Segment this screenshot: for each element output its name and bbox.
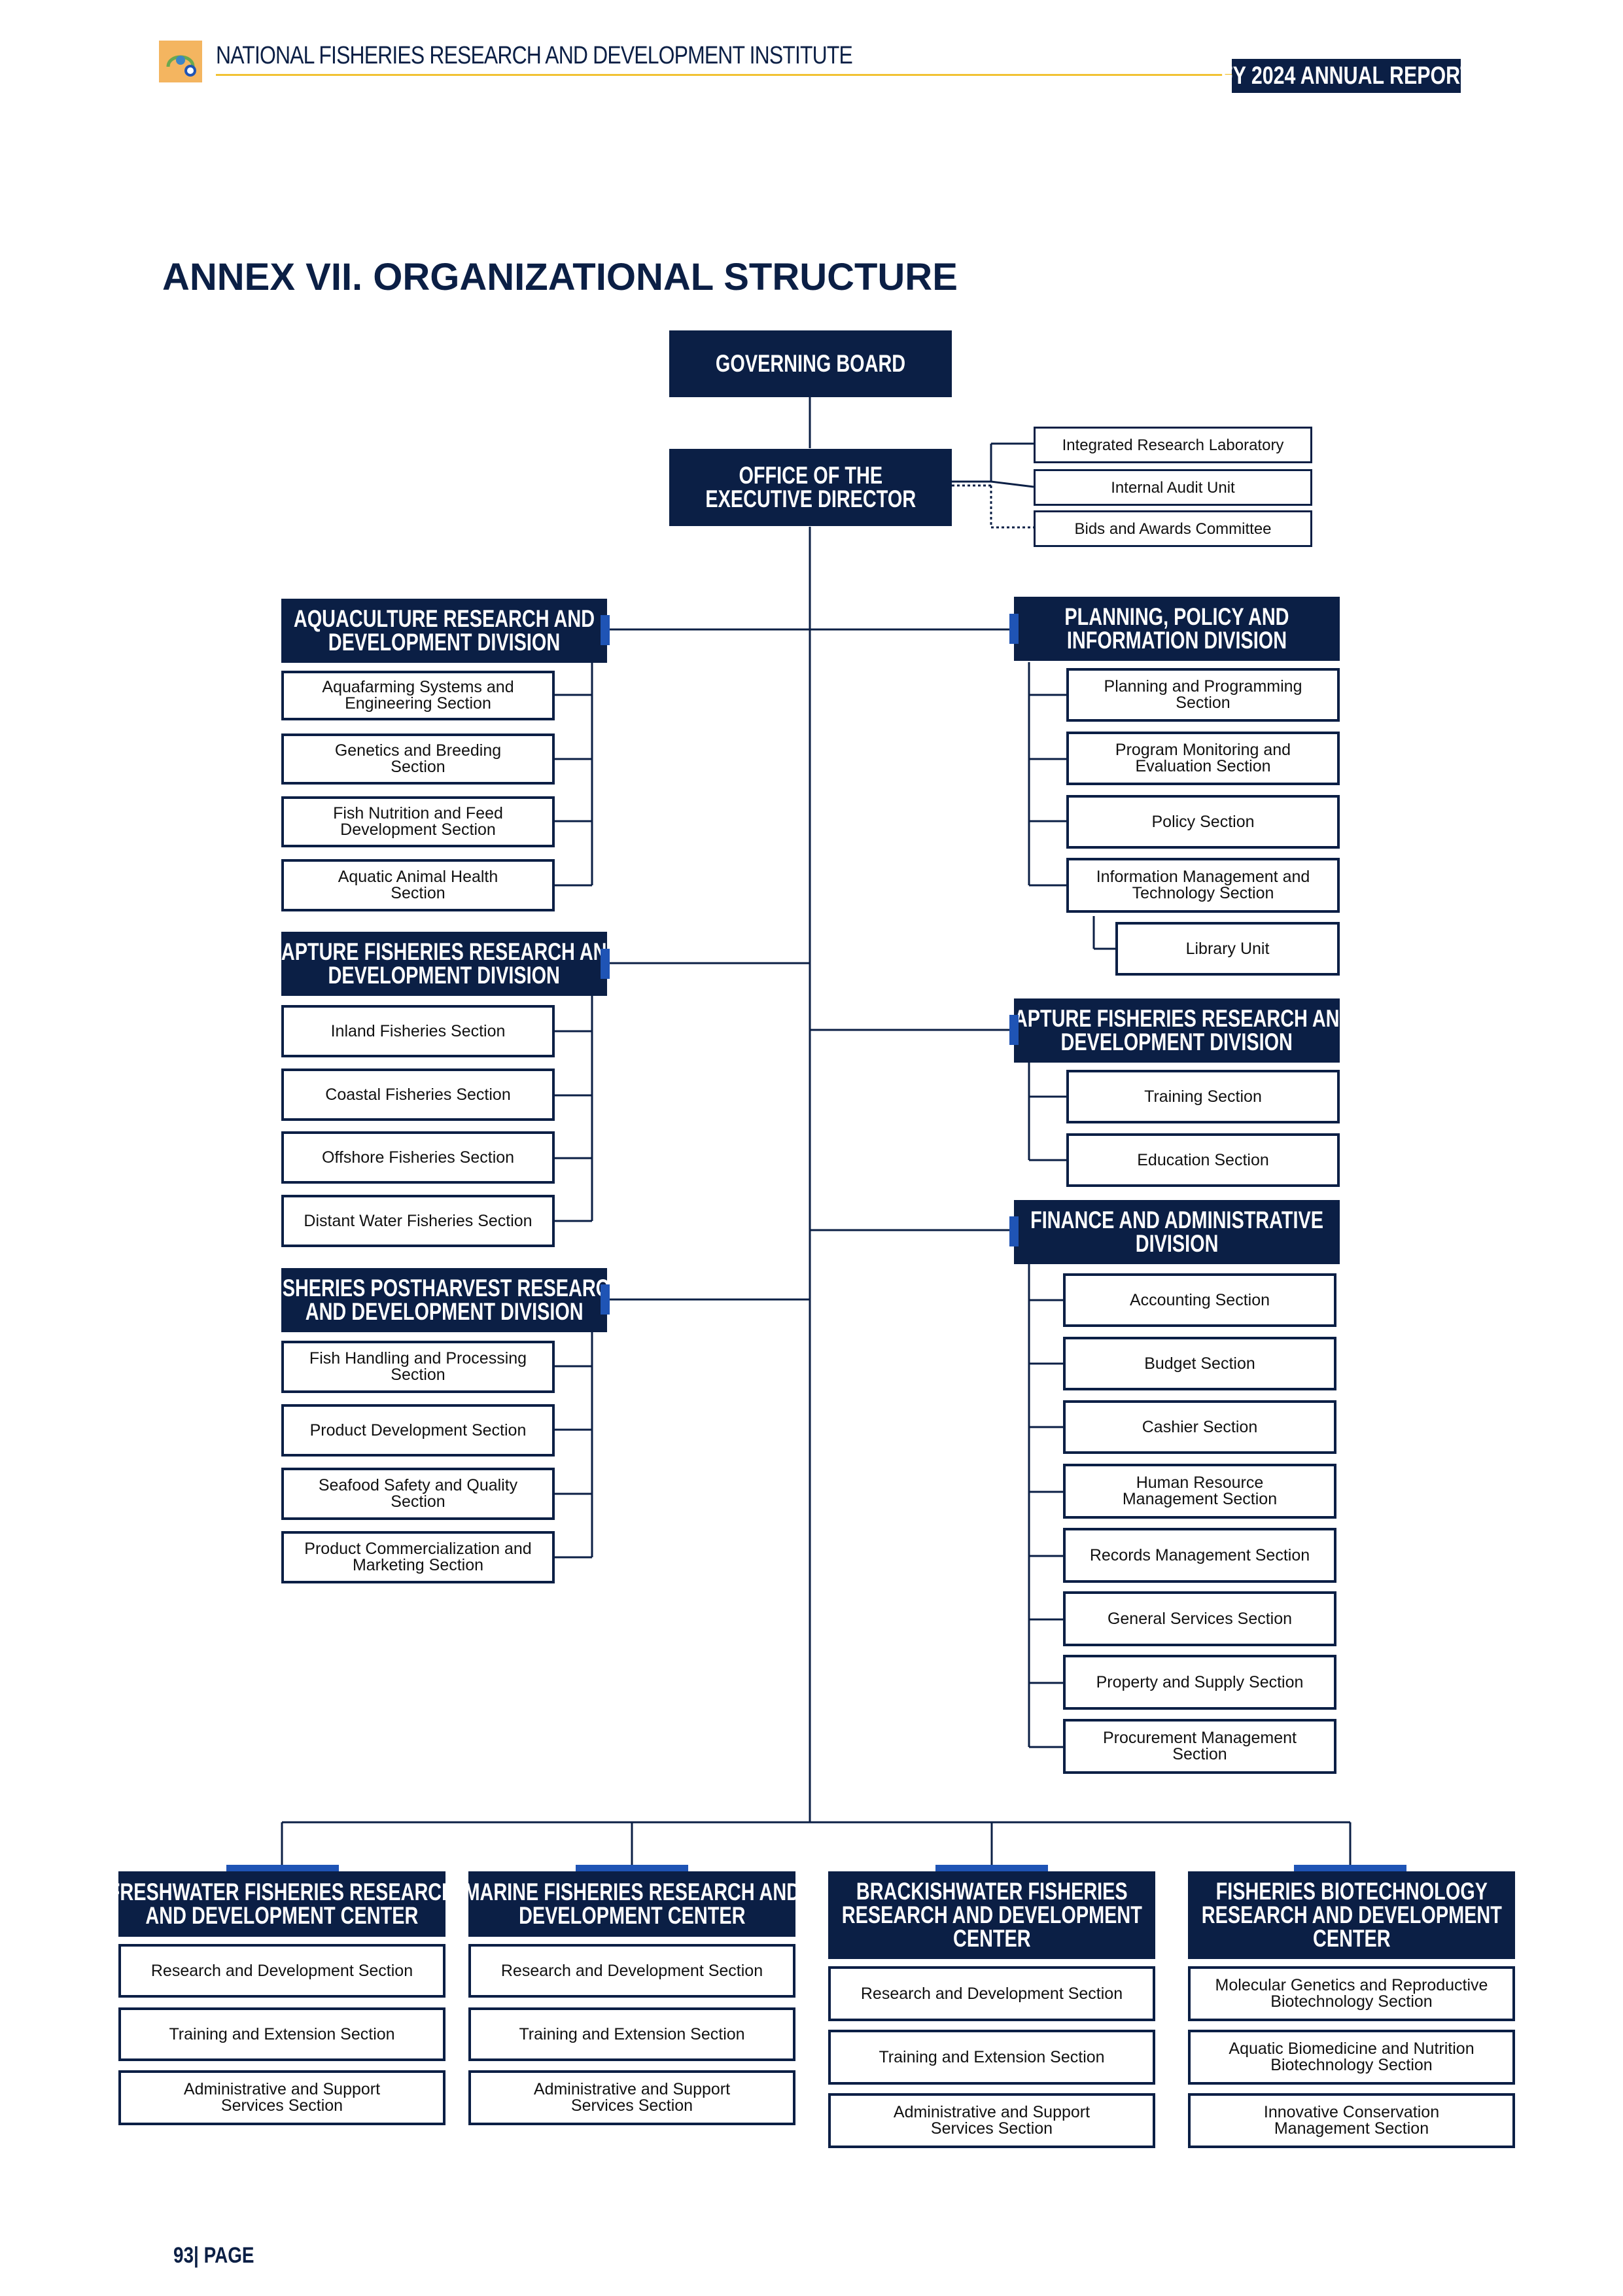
section-cashier: Cashier Section — [1063, 1400, 1336, 1454]
institute-name: NATIONAL FISHERIES RESEARCH AND DEVELOPM… — [216, 42, 853, 69]
center-section: Training and Extension Section — [828, 2030, 1155, 2085]
section-accounting: Accounting Section — [1063, 1273, 1336, 1327]
library-unit: Library Unit — [1115, 922, 1340, 976]
header-rule — [216, 74, 1236, 76]
section-training: Training Section — [1066, 1070, 1340, 1123]
section-education: Education Section — [1066, 1133, 1340, 1187]
division-accent — [1009, 614, 1019, 644]
page-number: 93| PAGE — [173, 2243, 254, 2268]
report-label: FY 2024 ANNUAL REPORT — [1220, 62, 1473, 90]
division-accent — [601, 1284, 610, 1315]
section-policy: Policy Section — [1066, 795, 1340, 849]
division-accent — [1009, 1216, 1019, 1246]
institute-logo — [159, 41, 202, 82]
section-records-management: Records Management Section — [1063, 1528, 1336, 1583]
section-distant-water-fisheries: Distant Water Fisheries Section — [281, 1195, 555, 1247]
page-title: ANNEX VII. ORGANIZATIONAL STRUCTURE — [162, 256, 958, 298]
section-general-services: General Services Section — [1063, 1591, 1336, 1646]
center-section: Research and Development Section — [468, 1944, 795, 1998]
section-offshore-fisheries: Offshore Fisheries Section — [281, 1131, 555, 1184]
center-section: Training and Extension Section — [468, 2007, 795, 2061]
center-section: Research and Development Section — [118, 1944, 445, 1998]
section-budget: Budget Section — [1063, 1337, 1336, 1390]
division-accent — [601, 615, 610, 645]
exec-unit-integrated-research-laboratory: Integrated Research Laboratory — [1034, 427, 1312, 463]
center-section: Training and Extension Section — [118, 2007, 445, 2061]
center-section: Research and Development Section — [828, 1966, 1155, 2021]
section-coastal-fisheries: Coastal Fisheries Section — [281, 1069, 555, 1121]
division-accent — [1009, 1015, 1019, 1045]
section-inland-fisheries: Inland Fisheries Section — [281, 1005, 555, 1057]
governing-board: GOVERNING BOARD — [669, 330, 952, 397]
section-product-development: Product Development Section — [281, 1404, 555, 1457]
report-badge: FY 2024 ANNUAL REPORT — [1221, 59, 1472, 93]
exec-unit-internal-audit: Internal Audit Unit — [1034, 469, 1312, 506]
section-property-supply: Property and Supply Section — [1063, 1655, 1336, 1710]
exec-unit-bids-awards: Bids and Awards Committee — [1034, 510, 1312, 547]
division-accent — [601, 949, 610, 979]
